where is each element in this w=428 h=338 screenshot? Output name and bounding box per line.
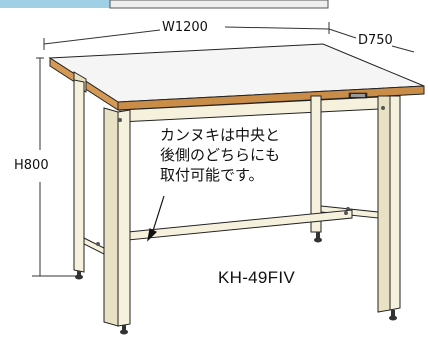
label-plate bbox=[348, 92, 368, 99]
stretcher-callout: カンヌキは中央と 後側のどちらにも 取付可能です。 bbox=[160, 125, 280, 185]
width-dimension-line bbox=[43, 22, 415, 53]
callout-arrow bbox=[147, 195, 165, 242]
top-strip bbox=[0, 0, 428, 10]
back-left-leg bbox=[73, 79, 85, 280]
front-right-leg bbox=[377, 95, 401, 321]
callout-line: カンヌキは中央と bbox=[160, 126, 281, 144]
height-dimension-line bbox=[32, 57, 80, 277]
back-right-leg bbox=[310, 95, 322, 243]
width-label: W1200 bbox=[162, 20, 208, 35]
callout-line: 後側のどちらにも bbox=[160, 146, 281, 164]
depth-label: D750 bbox=[358, 33, 393, 48]
model-number: KH-49FIV bbox=[218, 268, 296, 287]
height-label: H800 bbox=[14, 158, 49, 173]
front-left-leg bbox=[103, 107, 131, 335]
callout-line: 取付可能です。 bbox=[160, 166, 264, 184]
